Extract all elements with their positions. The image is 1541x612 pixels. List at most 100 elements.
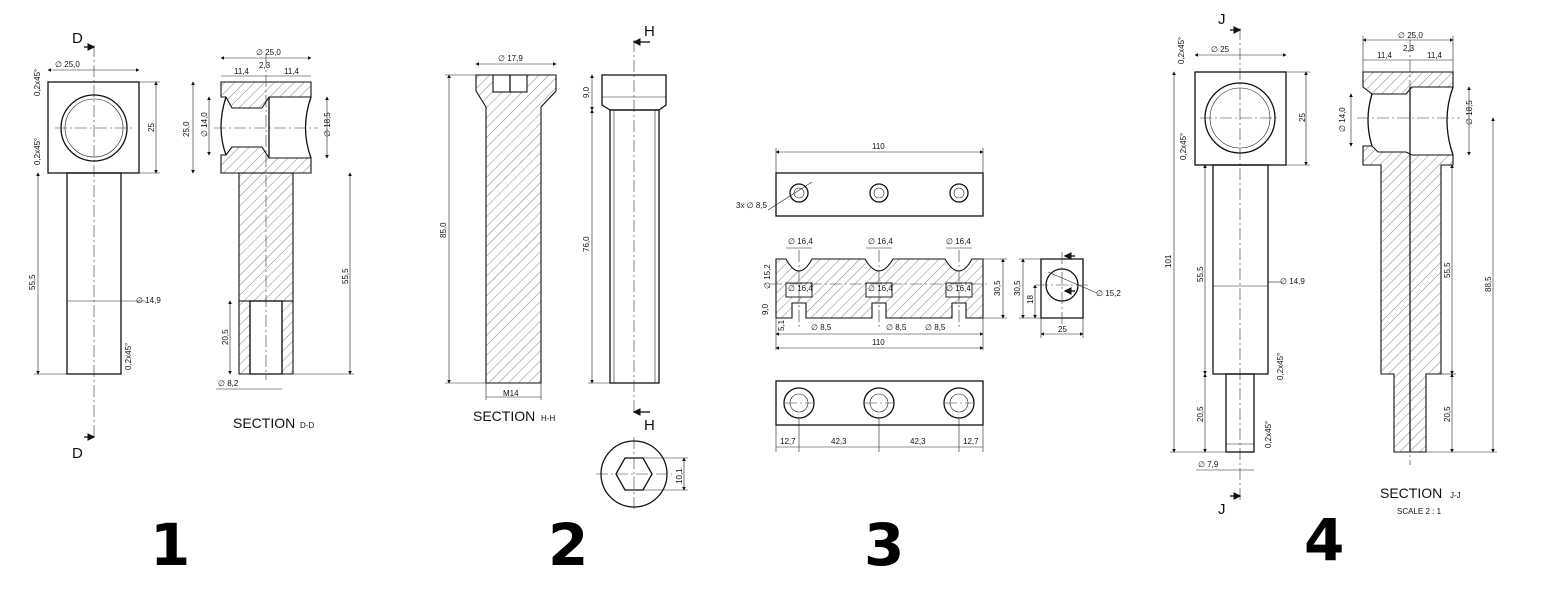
fig2-section-letter-top: H [644,23,655,40]
figure-2: ∅ 17,9 85,0 M14 SECTION H-H H H 9,0 7 [439,23,688,579]
fig4-sec-dim-dia185: ∅ 18,5 [1465,100,1474,125]
fig4-dim-dia149: ∅ 14,9 [1280,277,1305,286]
fig4-number: 4 [1304,506,1344,574]
fig3-dim-h305: 30,5 [993,280,1002,296]
figure-3: 110 3x ∅ 8,5 ∅ 16,4 ∅ 16,4 ∅ 16,4 ∅ 15,2… [736,142,1121,579]
fig4-dim-chamfer-top: 0,2x45° [1177,37,1186,64]
fig1-sec-dim-250: 25,0 [182,121,191,137]
fig1-section-letter-top: D [72,30,83,47]
fig4-section-letter-top: J [1218,11,1226,28]
fig3-dim-b127a: 12,7 [780,437,796,446]
fig2-section-view: ∅ 17,9 85,0 M14 SECTION H-H [439,54,557,424]
fig1-sec-dim-205: 20,5 [221,329,230,345]
fig4-dim-h555: 55,5 [1196,266,1205,282]
fig2-caption: SECTION [473,408,535,424]
fig3-dim-mid110: 110 [872,338,885,347]
fig2-end-view: 10,1 [596,437,688,512]
fig4-dim-h25: 25 [1298,113,1307,122]
fig3-dim-b127b: 12,7 [963,437,979,446]
fig3-dim-d164c: ∅ 16,4 [946,237,971,246]
fig4-dim-chamfer-bot: 0,2x45° [1264,421,1273,448]
fig3-dim-holes: 3x ∅ 8,5 [736,201,768,210]
fig3-dim-h90: 9,0 [761,303,770,315]
fig4-dim-chamfer-mid: 0,2x45° [1179,133,1188,160]
fig3-dim-d85a: ∅ 8,5 [811,323,832,332]
fig3-side-view: ∅ 15,2 30,5 18 25 [1013,252,1121,338]
fig1-sec-dim-dia140: ∅ 14,0 [200,112,209,137]
fig2-dim-m14: M14 [503,389,519,398]
fig1-number: 1 [150,511,190,579]
fig1-dim-chamfer-mid: 0,2x45° [33,138,42,165]
fig3-dim-d164d: ∅ 16,4 [788,284,813,293]
fig2-number: 2 [548,511,588,579]
fig4-sec-dim-114b: 11,4 [1427,51,1443,60]
fig4-sec-dim-205: 20,5 [1443,406,1452,422]
fig4-caption: SECTION [1380,485,1442,501]
fig4-sec-dim-23: 2,3 [1403,44,1415,53]
fig4-sec-dim-dia140: ∅ 14,0 [1338,107,1347,132]
fig1-caption: SECTION [233,415,295,431]
fig1-sec-dim-23: 2,3 [259,61,271,70]
fig3-front-section: ∅ 16,4 ∅ 16,4 ∅ 16,4 ∅ 15,2 ∅ 16,4 ∅ 16,… [761,237,1007,350]
fig1-section-letter-bottom: D [72,445,83,462]
fig2-caption-sub: H-H [541,414,555,423]
fig1-front-view: D D ∅ 25,0 0,2x45° 0,2x45° 25 55,5 ∅ 14,… [28,30,161,462]
fig3-side-dim-305: 30,5 [1013,280,1022,296]
fig1-section-view: ∅ 25,0 11,4 2,3 11,4 25,0 ∅ 14,0 ∅ 18,5 … [182,48,354,431]
fig3-dim-h51: 5,1 [777,319,786,331]
fig3-dim-d85c: ∅ 8,5 [925,323,946,332]
fig3-number: 3 [864,511,904,579]
fig4-dim-chamfer-step: 0,2x45° [1276,353,1285,380]
fig4-caption-sub: J-J [1450,491,1461,500]
fig1-caption-sub: D-D [300,421,314,430]
fig3-side-dim-25: 25 [1058,325,1067,334]
fig1-sec-dim-dia185: ∅ 18,5 [323,112,332,137]
fig1-dim-chamfer-top: 0,2x45° [33,69,42,96]
fig4-scale: SCALE 2 : 1 [1397,507,1442,516]
fig4-sec-dim-555: 55,5 [1443,262,1452,278]
fig3-dim-d152: ∅ 15,2 [763,264,772,289]
fig2-dim-101: 10,1 [675,468,684,484]
fig4-dim-dia79: ∅ 7,9 [1198,460,1219,469]
fig3-dim-b423b: 42,3 [910,437,926,446]
fig3-dim-d85b: ∅ 8,5 [886,323,907,332]
fig3-dim-d164e: ∅ 16,4 [868,284,893,293]
fig4-sec-dim-885: 88,5 [1484,276,1493,292]
fig4-dim-h101: 101 [1164,254,1173,268]
fig3-bottom-view: 12,7 42,3 42,3 12,7 [775,380,984,452]
fig3-dim-d164a: ∅ 16,4 [788,237,813,246]
fig1-sec-dim-dia250: ∅ 25,0 [256,48,281,57]
fig2-section-letter-bottom: H [644,417,655,434]
fig2-side-view: H H 9,0 76,0 [582,23,667,434]
fig4-front-view: J J 0,2x45° ∅ 25 25 0,2x45° 101 55,5 ∅ 1… [1164,11,1310,518]
fig4-dim-h205: 20,5 [1196,406,1205,422]
fig3-dim-d164b: ∅ 16,4 [868,237,893,246]
fig4-sec-dim-114a: 11,4 [1377,51,1393,60]
fig4-sec-dim-dia250: ∅ 25,0 [1398,31,1423,40]
fig1-dim-height-25: 25 [147,123,156,132]
fig4-dim-dia25: ∅ 25 [1211,45,1230,54]
fig2-dim-850: 85,0 [439,222,448,238]
fig4-section-letter-bottom: J [1218,501,1226,518]
fig3-top-view: 110 3x ∅ 8,5 [736,142,984,217]
fig1-dim-dia149: ∅ 14,9 [136,296,161,305]
fig2-dim-dia179: ∅ 17,9 [498,54,523,63]
fig4-section-view: ∅ 25,0 11,4 2,3 11,4 ∅ 14,0 ∅ 18,5 55,5 … [1338,31,1497,516]
fig1-dim-chamfer-bot: 0,2x45° [124,343,133,370]
fig3-dim-b423a: 42,3 [831,437,847,446]
fig3-side-dim-d152: ∅ 15,2 [1096,289,1121,298]
fig2-dim-760: 76,0 [582,236,591,252]
fig3-dim-d164f: ∅ 16,4 [946,284,971,293]
figure-1: D D ∅ 25,0 0,2x45° 0,2x45° 25 55,5 ∅ 14,… [28,30,354,579]
fig1-dim-length-555: 55,5 [28,274,37,290]
fig1-sec-dim-114a: 11,4 [234,67,250,76]
fig1-sec-dim-dia82: ∅ 8,2 [218,379,239,388]
figure-4: J J 0,2x45° ∅ 25 25 0,2x45° 101 55,5 ∅ 1… [1164,11,1497,574]
fig1-sec-dim-114b: 11,4 [284,67,300,76]
fig1-dim-dia250: ∅ 25,0 [55,60,80,69]
fig3-side-dim-18: 18 [1026,295,1035,304]
fig3-dim-top110: 110 [872,142,885,151]
fig1-sec-dim-555: 55,5 [341,268,350,284]
fig2-dim-90: 9,0 [582,86,591,98]
